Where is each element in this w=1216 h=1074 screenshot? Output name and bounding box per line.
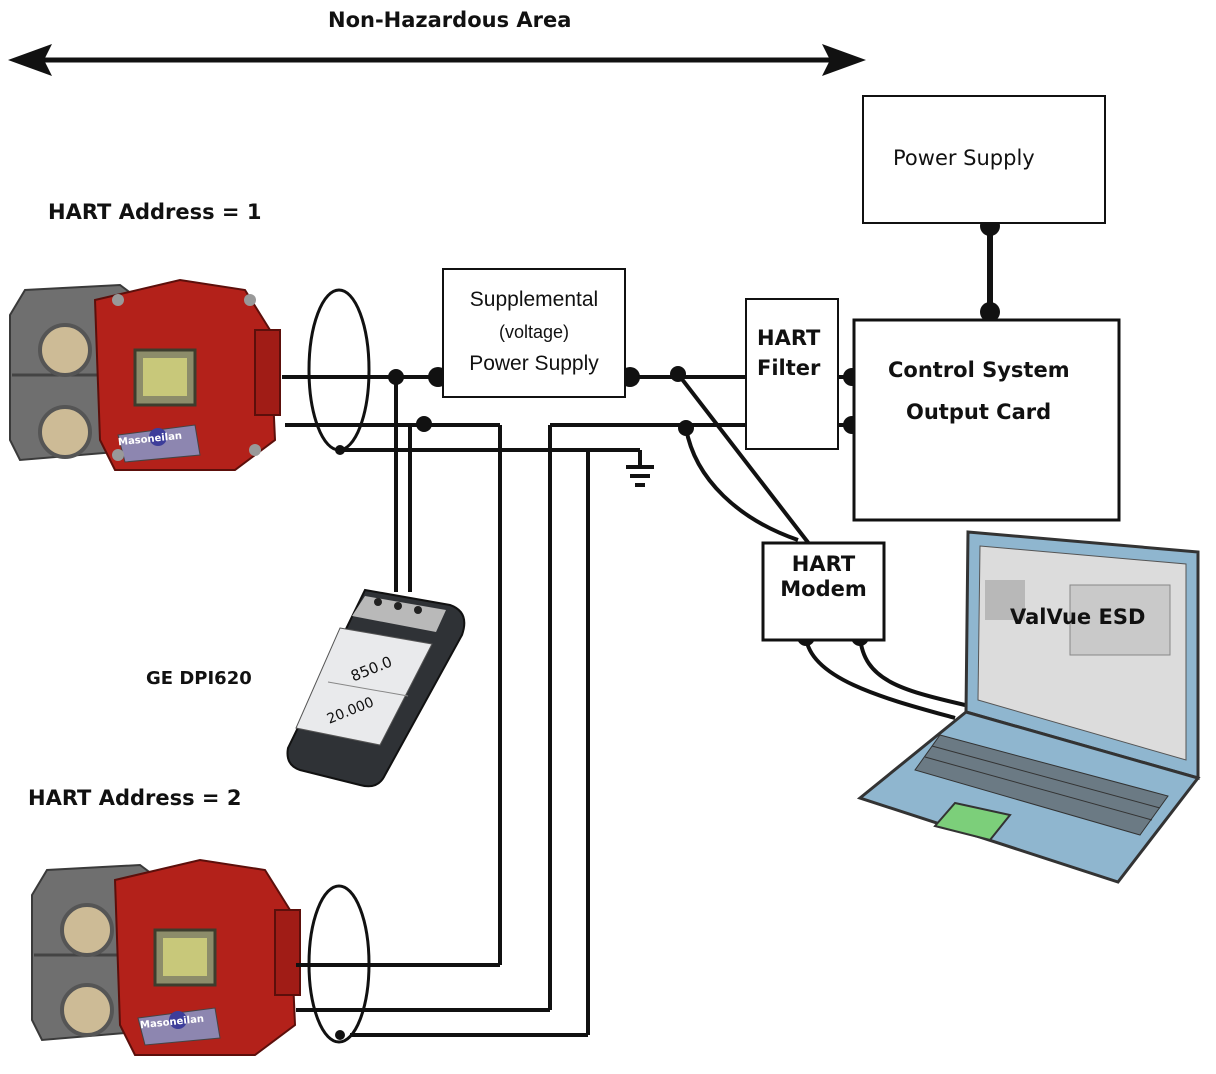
- shield-loop-2: [307, 884, 371, 1044]
- supplemental-power-line2: (voltage): [498, 322, 570, 342]
- supplemental-power-line1: Supplemental: [469, 288, 599, 311]
- hart-modem-box: [761, 541, 886, 642]
- hart-modem-line2: Modem: [780, 577, 867, 601]
- wiring: [282, 226, 993, 1037]
- supplemental-power-box: [442, 268, 626, 398]
- laptop-label: ValVue ESD: [1010, 605, 1146, 629]
- hart-filter-line2: Filter: [757, 356, 821, 380]
- control-system-line1: Control System: [888, 358, 1070, 382]
- positioner-2-address: HART Address = 2: [28, 786, 242, 810]
- supplemental-power-line3: Power Supply: [469, 352, 599, 375]
- area-arrow: [8, 44, 866, 76]
- power-supply-label: Power Supply: [893, 146, 1035, 170]
- hart-filter-box: [745, 298, 839, 450]
- positioner-1: [9, 278, 281, 471]
- dpi620-calibrator: [286, 588, 466, 788]
- control-system-box: [852, 318, 1121, 522]
- laptop: [856, 530, 1201, 884]
- control-system-line2: Output Card: [906, 400, 1052, 424]
- area-label: Non-Hazardous Area: [328, 8, 572, 32]
- dpi620-label: GE DPI620: [146, 668, 252, 689]
- power-supply-box: [862, 95, 1106, 224]
- positioner-2: [31, 858, 301, 1056]
- positioner-1-address: HART Address = 1: [48, 200, 262, 224]
- hart-filter-line1: HART: [757, 326, 821, 350]
- hart-modem-line1: HART: [791, 552, 856, 576]
